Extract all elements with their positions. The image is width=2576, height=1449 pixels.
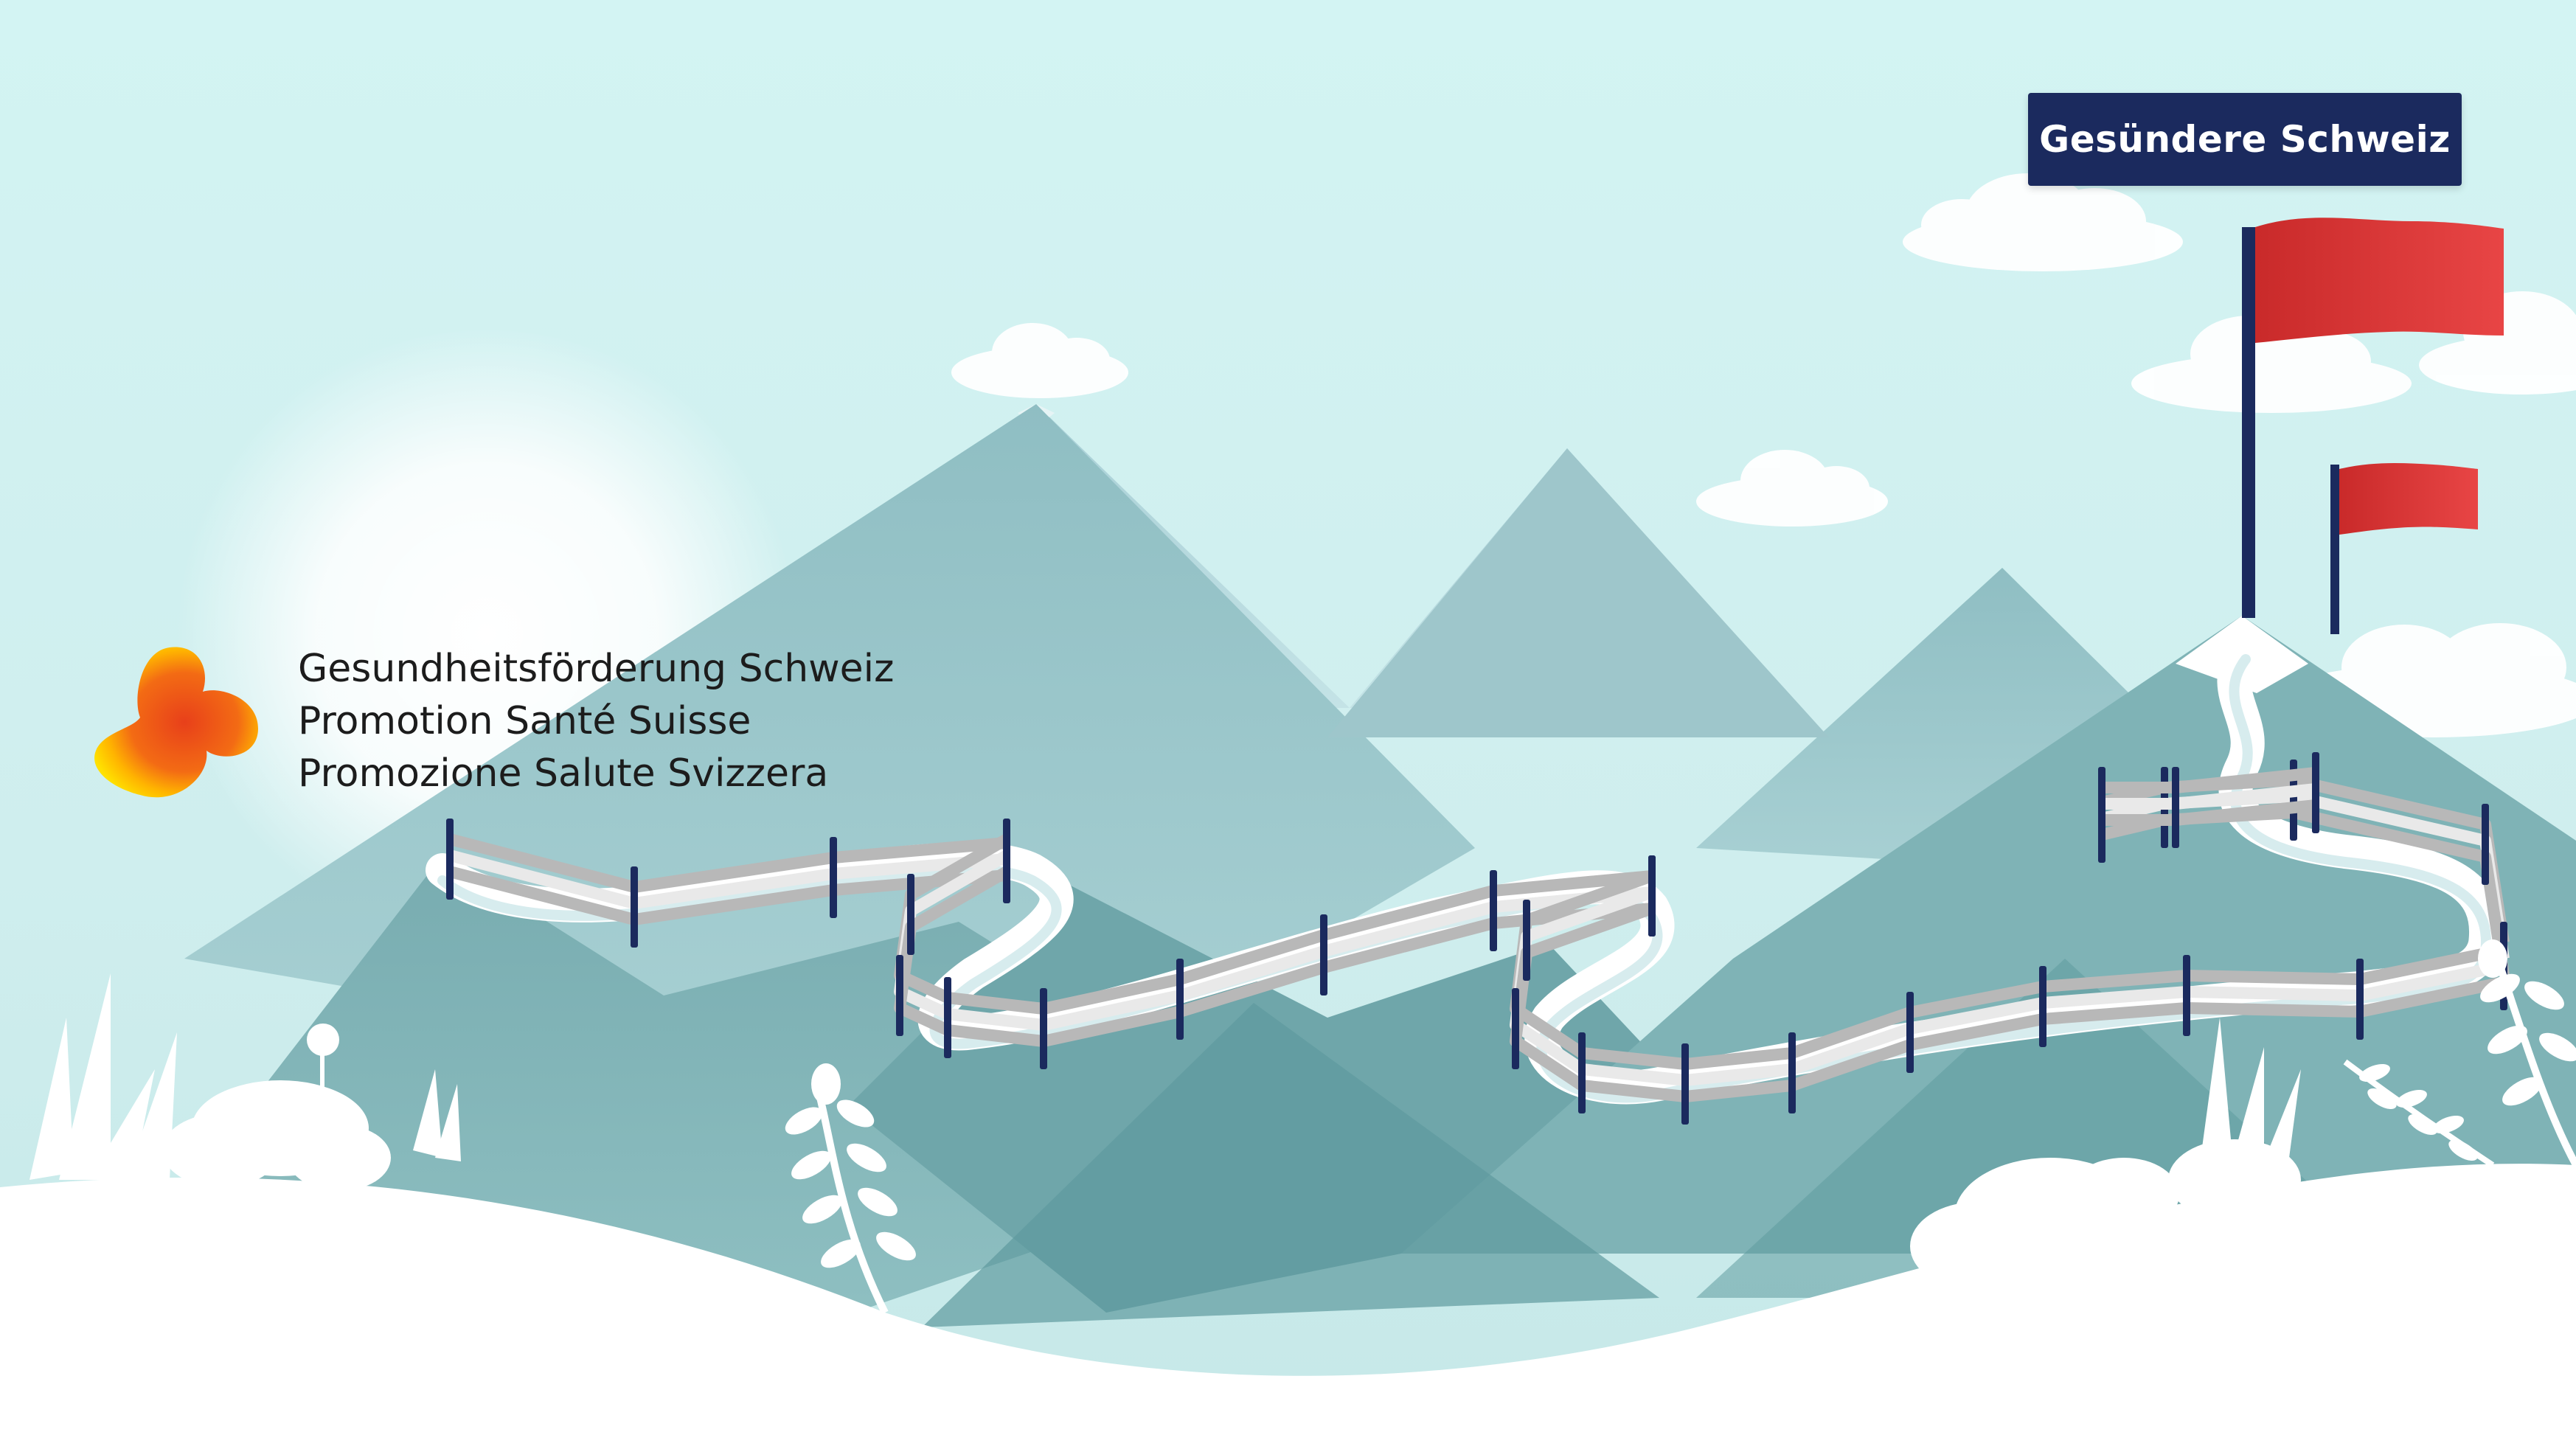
fence-post xyxy=(1003,819,1010,900)
fence-post xyxy=(631,866,638,948)
flag-small-red xyxy=(2339,463,2478,535)
fence-post xyxy=(446,819,454,900)
plants xyxy=(29,939,2576,1315)
fence-post xyxy=(1490,870,1497,951)
flower-icon xyxy=(307,1024,339,1158)
fence-post xyxy=(1512,988,1519,1069)
healthier-switzerland-badge: Gesündere Schweiz xyxy=(2028,93,2462,186)
fence-post xyxy=(2482,804,2489,885)
flag-pole-small xyxy=(2330,465,2339,634)
fence-post xyxy=(2098,767,2105,848)
org-name-italian: Promozione Salute Svizzera xyxy=(298,751,829,796)
fence-rail xyxy=(448,833,1007,893)
cloud-2 xyxy=(1696,450,1888,527)
organization-names: Gesundheitsförderung Schweiz Promotion S… xyxy=(298,643,894,800)
org-name-german: Gesundheitsförderung Schweiz xyxy=(298,647,895,691)
fence-post xyxy=(1176,959,1184,1040)
fern-left-icon xyxy=(785,1063,916,1315)
fence-post xyxy=(1906,992,1914,1073)
badge-label: Gesündere Schweiz xyxy=(2039,118,2451,161)
flag-large-red xyxy=(2255,218,2504,343)
fence-post xyxy=(2312,752,2319,833)
fence-post xyxy=(1578,1032,1586,1113)
fern-right-icon xyxy=(2478,939,2576,1167)
fern-branch-icon xyxy=(2343,1059,2495,1168)
fence-post xyxy=(2183,955,2190,1036)
fence-post xyxy=(2172,767,2179,848)
flags xyxy=(2242,218,2504,634)
winding-snow-path-shadow xyxy=(437,654,2492,1103)
fence-post xyxy=(1788,1032,1796,1113)
org-name-french: Promotion Santé Suisse xyxy=(298,699,751,743)
cloud-1 xyxy=(951,323,1128,398)
fence-post xyxy=(1648,855,1656,937)
fence-post xyxy=(1523,900,1530,981)
fence-post xyxy=(1320,914,1327,995)
fence xyxy=(446,752,2510,1125)
cloud-3 xyxy=(1903,173,2183,271)
fence-post xyxy=(907,874,914,955)
flag-pole-large xyxy=(2242,227,2255,618)
fence-post xyxy=(1681,1043,1689,1125)
fence-post xyxy=(944,977,951,1058)
grass-left-icon xyxy=(29,973,461,1180)
fence-post xyxy=(830,837,837,918)
fence-post xyxy=(1040,988,1047,1069)
orange-blob-logo-icon xyxy=(81,640,265,810)
fence-post xyxy=(896,955,903,1036)
fence-post xyxy=(2356,959,2364,1040)
cloud-7 xyxy=(2271,623,2576,737)
grass-right-icon xyxy=(2198,1018,2301,1180)
fence-rail xyxy=(448,849,1007,909)
fence-post xyxy=(2039,966,2046,1047)
winding-snow-path xyxy=(426,632,2504,1105)
